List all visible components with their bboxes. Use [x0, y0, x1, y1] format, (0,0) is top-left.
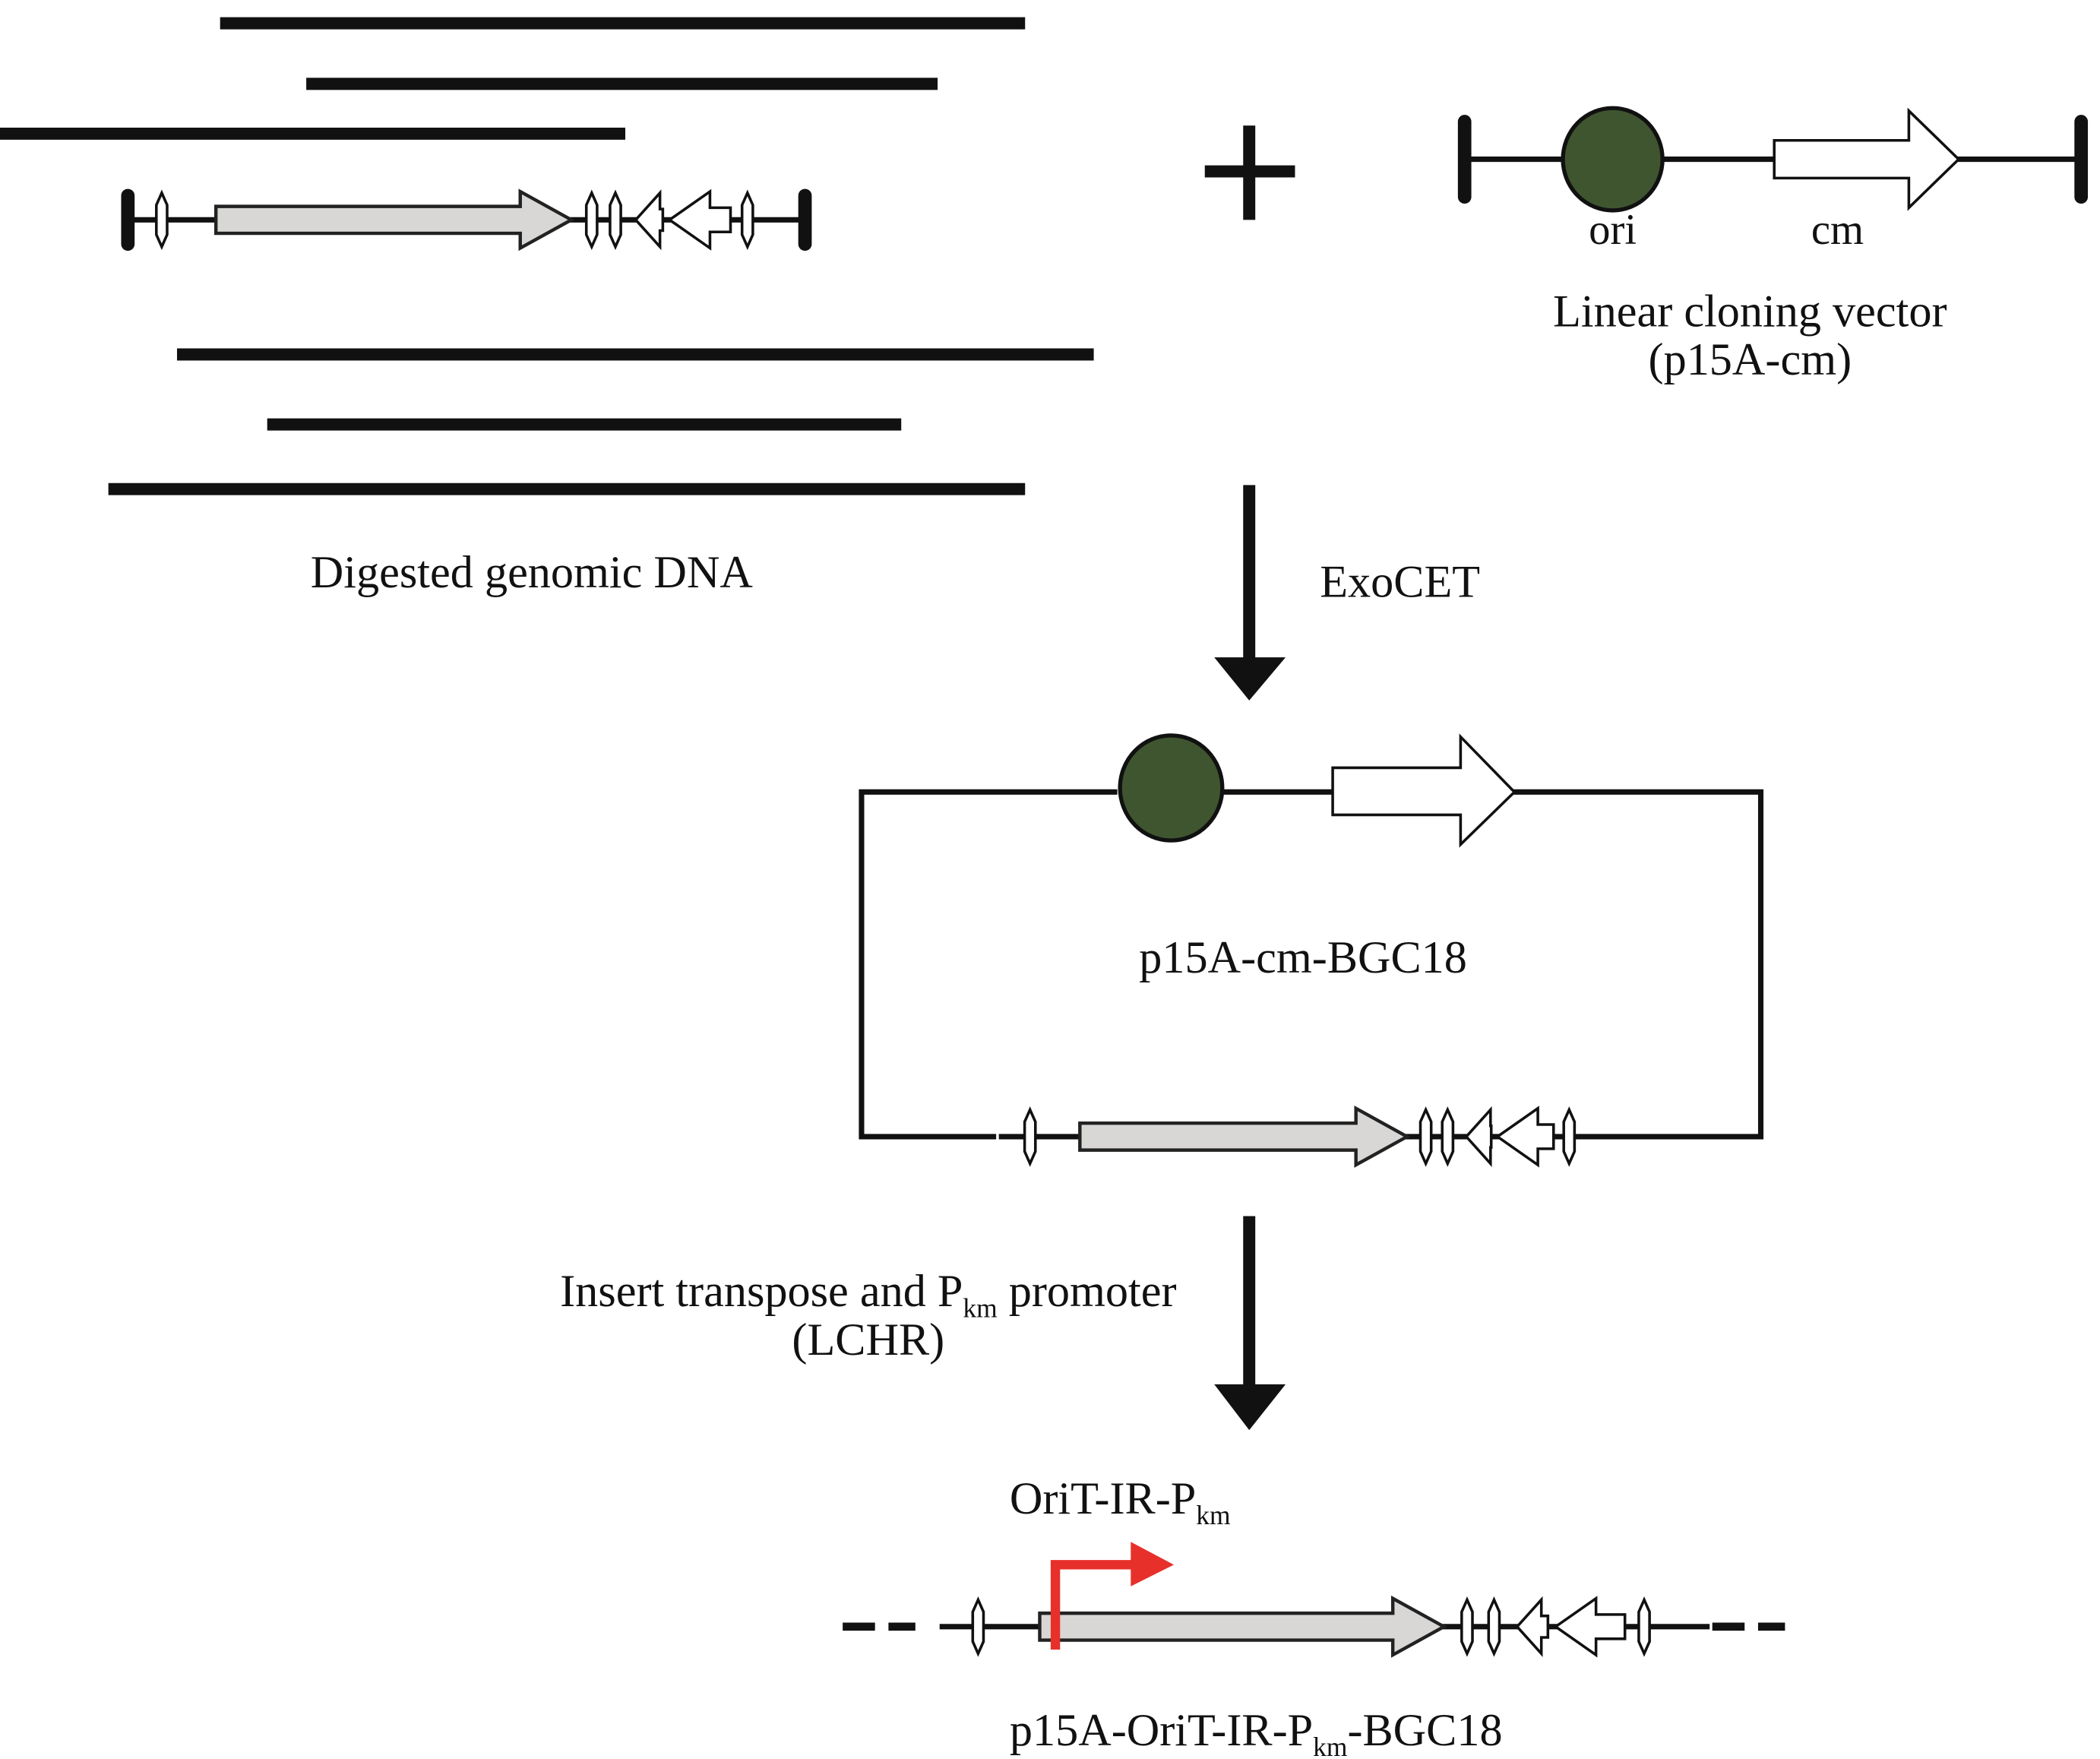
vector-title: Linear cloning vector	[1553, 286, 1947, 337]
step2-sublabel: (LCHR)	[792, 1315, 944, 1365]
step2-down-arrow	[1214, 1216, 1286, 1431]
genomic-dna-label: Digested genomic DNA	[311, 547, 754, 598]
final-construct-label: p15A-OriT-IR-Pkm-BGC18	[1010, 1705, 1503, 1759]
reverse-gene-arrow	[1494, 1106, 1555, 1168]
ori-circle	[1561, 106, 1665, 213]
small-gene	[1418, 1106, 1433, 1167]
small-gene	[971, 1596, 985, 1657]
small-gene	[1515, 1596, 1550, 1657]
core-biosynthetic-gene-arrow	[1078, 1105, 1411, 1168]
plasmid-backbone	[1413, 789, 1764, 1140]
bgc18-fragment	[121, 188, 812, 252]
promoter-label: OriT-IR-Pkm	[1010, 1473, 1231, 1530]
bgc18-final	[939, 1595, 1710, 1658]
small-gene	[1562, 1106, 1577, 1167]
bgc18-insert	[998, 1105, 1623, 1168]
small-gene	[155, 189, 169, 251]
plasmid-backbone	[859, 789, 1118, 1140]
exocet-label: ExoCET	[1320, 556, 1480, 607]
core-biosynthetic-gene-arrow	[1038, 1595, 1448, 1658]
small-gene	[1464, 1106, 1493, 1167]
small-gene	[1441, 1106, 1455, 1167]
plasmid-p15a-cm-bgc18: p15A-cm-BGC18	[859, 733, 1764, 1140]
genomic-dna-fragments	[0, 17, 1094, 495]
step1-down-arrow	[1214, 485, 1286, 701]
ori-circle	[1118, 733, 1225, 843]
step2-label: Insert transpose and Pkm promoter	[560, 1266, 1176, 1323]
reverse-gene-arrow	[1553, 1596, 1627, 1658]
small-gene	[609, 189, 622, 251]
small-gene	[634, 189, 665, 251]
plus-icon	[1204, 125, 1295, 220]
ori-label: ori	[1589, 206, 1637, 254]
pkm-promoter-arrow-icon	[1050, 1542, 1175, 1650]
cm-resistance-arrow	[1773, 107, 1961, 211]
vector-subtitle: (p15A-cm)	[1649, 334, 1852, 385]
cm-resistance-arrow	[1331, 733, 1516, 848]
small-gene	[740, 189, 754, 251]
core-biosynthetic-gene-arrow	[213, 188, 575, 252]
small-gene	[1637, 1596, 1651, 1657]
small-gene	[1487, 1596, 1501, 1657]
small-gene	[1023, 1106, 1037, 1167]
small-gene	[1460, 1596, 1474, 1657]
plasmid-label: p15A-cm-BGC18	[1139, 932, 1467, 983]
small-gene	[584, 189, 599, 251]
cm-label: cm	[1811, 206, 1864, 254]
linear-cloning-vector: ori cm Linear cloning vector (p15A-cm)	[1457, 106, 2089, 385]
reverse-gene-arrow	[667, 188, 732, 251]
